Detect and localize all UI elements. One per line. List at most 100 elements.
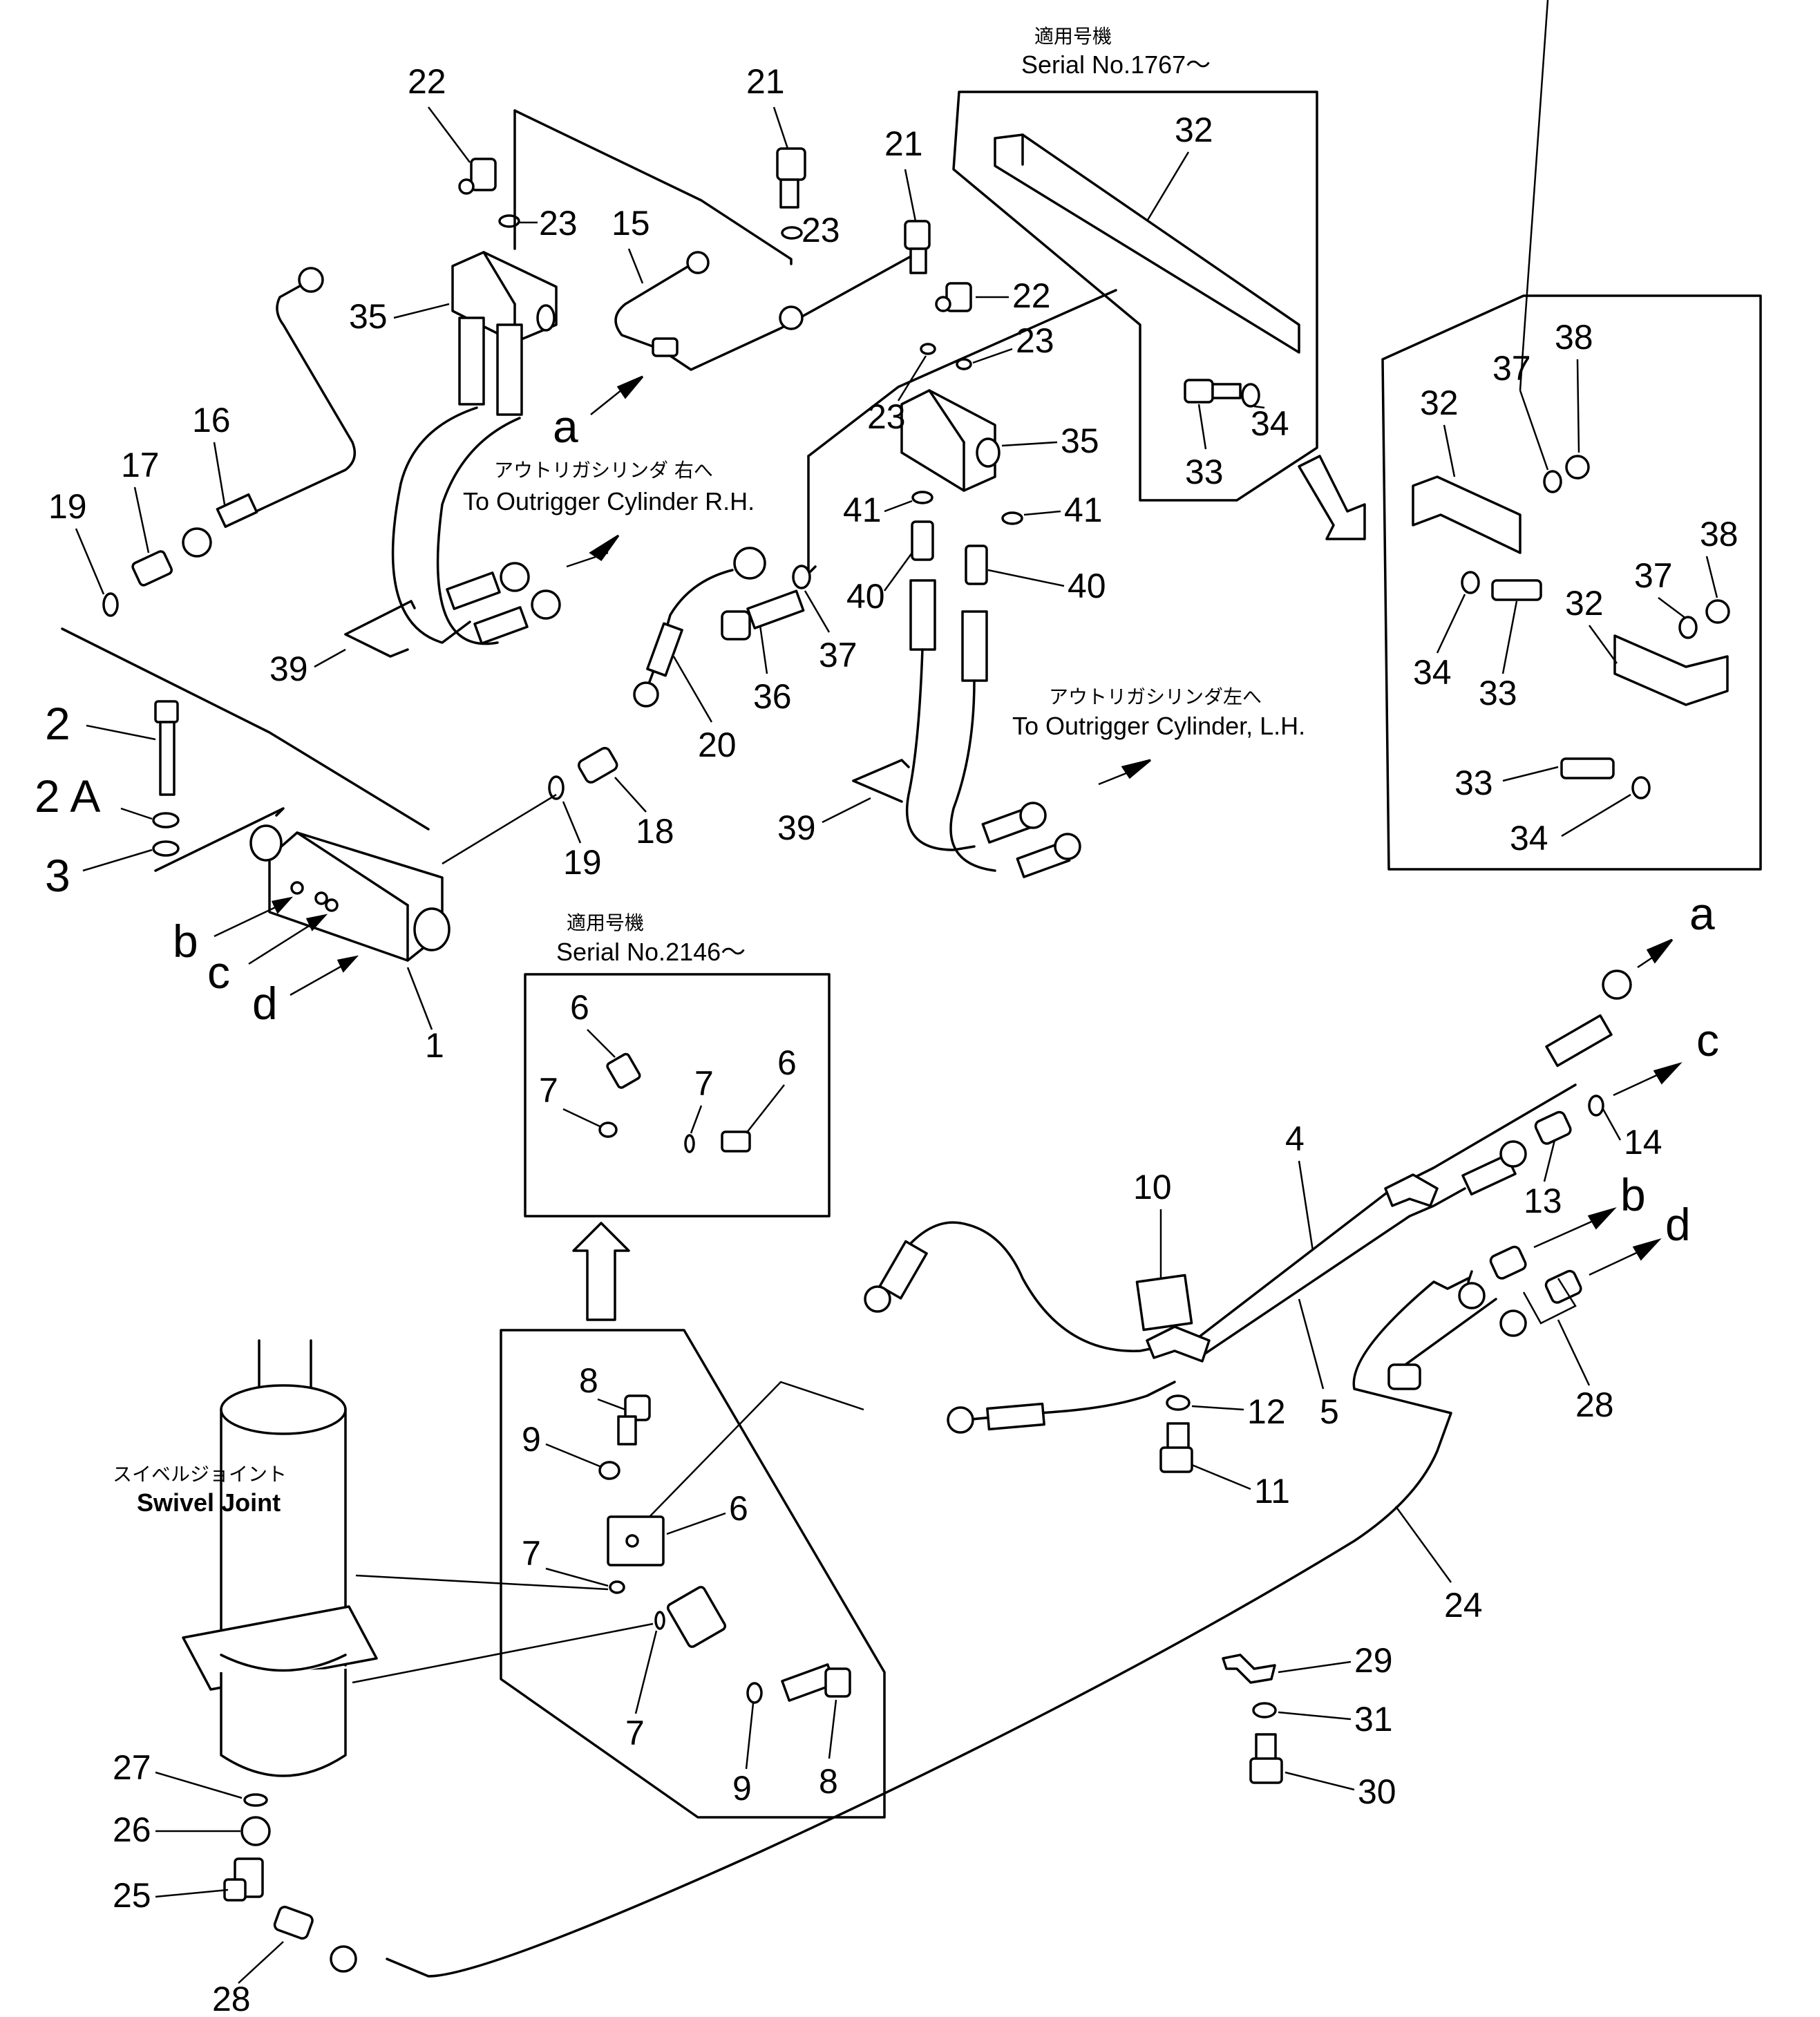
tube-15 <box>614 254 913 371</box>
fitting-6-a <box>606 1052 641 1089</box>
bracket-39-rh <box>344 633 409 658</box>
callout-40: 40 <box>846 577 885 616</box>
inset-serial-1767: 適用号機 Serial No.1767～ <box>952 25 1318 502</box>
callout-14: 14 <box>1624 1123 1662 1162</box>
callout-12: 12 <box>1247 1392 1286 1431</box>
tee-25 <box>223 1857 264 1902</box>
serial-1767-jp: 適用号機 <box>1034 25 1112 48</box>
valve-1 <box>249 824 451 962</box>
callout-34: 34 <box>1413 653 1452 692</box>
hose-39-rh-2 <box>436 417 521 645</box>
bolt-8-a <box>617 1394 651 1446</box>
oring-23-c <box>920 343 936 355</box>
washer-3 <box>152 840 180 857</box>
callout-23: 23 <box>1016 321 1054 360</box>
tee-24 <box>1387 1363 1421 1390</box>
callout-19: 19 <box>48 487 87 526</box>
hose-end-lh-1 <box>981 802 1047 844</box>
arrow-rh <box>589 534 620 562</box>
callout-8: 8 <box>819 1762 838 1801</box>
callout-8: 8 <box>579 1361 598 1400</box>
swivel-label-jp: スイベルジョイント <box>113 1463 287 1486</box>
bolt-11 <box>1159 1422 1193 1473</box>
callout-38: 38 <box>1555 318 1593 357</box>
callout-37: 37 <box>1492 349 1531 388</box>
clip-29 <box>1222 1654 1276 1684</box>
oring-19-b <box>548 775 565 800</box>
pipe-5 <box>1197 1187 1466 1359</box>
callout-9: 9 <box>522 1420 541 1459</box>
serial-2146-en: Serial No.2146～ <box>556 938 746 966</box>
fitting-17 <box>131 550 173 587</box>
washer-37-c <box>1678 616 1698 639</box>
callout-39: 39 <box>269 650 308 688</box>
washer-37-b <box>1543 470 1562 493</box>
callout-36: 36 <box>753 677 792 716</box>
elbow-22-a <box>458 158 497 195</box>
bracket-plate-32 <box>994 133 1300 354</box>
arrow-c-out <box>1653 1062 1682 1085</box>
callout-11: 11 <box>1254 1472 1290 1511</box>
callout-7: 7 <box>522 1534 541 1573</box>
callout-18: 18 <box>636 812 674 851</box>
callout-2A: 2 A <box>35 770 100 822</box>
callout-21: 21 <box>746 62 785 101</box>
inset-frame-2146 <box>524 973 831 1218</box>
callout-7: 7 <box>625 1714 645 1752</box>
serial-2146-jp: 適用号機 <box>567 911 644 934</box>
fitting-40-b <box>965 545 988 585</box>
frame-line-mid <box>807 289 1117 457</box>
elbow-21-a <box>776 147 806 240</box>
callout-22: 22 <box>408 62 446 101</box>
rh-label-en: To Outrigger Cylinder R.H. <box>463 487 755 515</box>
callout-35: 35 <box>349 297 388 336</box>
clamp-10 <box>1135 1273 1211 1363</box>
bracket-32-b <box>1412 475 1522 554</box>
callout-1: 1 <box>425 1026 444 1065</box>
hose-end-lh-2 <box>1016 833 1081 878</box>
callout-24: 24 <box>1444 1586 1483 1625</box>
fitting-6-b <box>721 1130 751 1153</box>
oring-14 <box>1588 1095 1604 1117</box>
callout-6: 6 <box>570 988 589 1027</box>
washer-34-c <box>1631 776 1651 799</box>
inset-frame <box>952 91 1318 502</box>
valve-block-35-a <box>451 214 558 416</box>
fitting-b <box>1489 1245 1527 1280</box>
oring-19-a <box>102 592 119 617</box>
flange-6-d <box>666 1586 727 1648</box>
washer-9-b <box>746 1682 763 1704</box>
oring-7-d <box>654 1611 665 1630</box>
callout-40: 40 <box>1068 567 1106 605</box>
callout-32: 32 <box>1175 111 1213 149</box>
callout-15: 15 <box>612 204 650 243</box>
arrow-d-out <box>1632 1238 1662 1261</box>
callout-37: 37 <box>819 636 857 674</box>
washer-9-a <box>598 1461 620 1480</box>
pipe-24 <box>386 1277 1470 1978</box>
arrow-up-to-inset <box>572 1222 630 1321</box>
callout-5: 5 <box>1320 1392 1339 1431</box>
callout-30: 30 <box>1358 1772 1396 1811</box>
callout-41: 41 <box>843 491 882 529</box>
callout-34: 34 <box>1251 404 1289 443</box>
swivel-joint <box>182 1339 378 1777</box>
clamp-upper <box>1384 1173 1439 1207</box>
callout-7: 7 <box>539 1071 558 1110</box>
elbow-22-b <box>935 282 972 312</box>
arrow-a-out <box>1646 938 1674 964</box>
oring-7-b <box>684 1134 695 1153</box>
callout-41: 41 <box>1064 491 1103 529</box>
oring-41-a <box>911 491 933 504</box>
oring-7-c <box>609 1580 625 1594</box>
callout-34: 34 <box>1510 819 1548 858</box>
pipe-4 <box>1197 1083 1577 1338</box>
callout-2: 2 <box>45 698 70 749</box>
frame-line-upper <box>513 109 793 265</box>
hose-20 <box>645 569 734 692</box>
arrow-a-valve <box>616 375 644 399</box>
fitting-16-nut <box>182 527 212 558</box>
rh-label-jp: アウトリガシリンダ 右へ <box>494 459 713 482</box>
bolt-8-b <box>781 1663 851 1702</box>
